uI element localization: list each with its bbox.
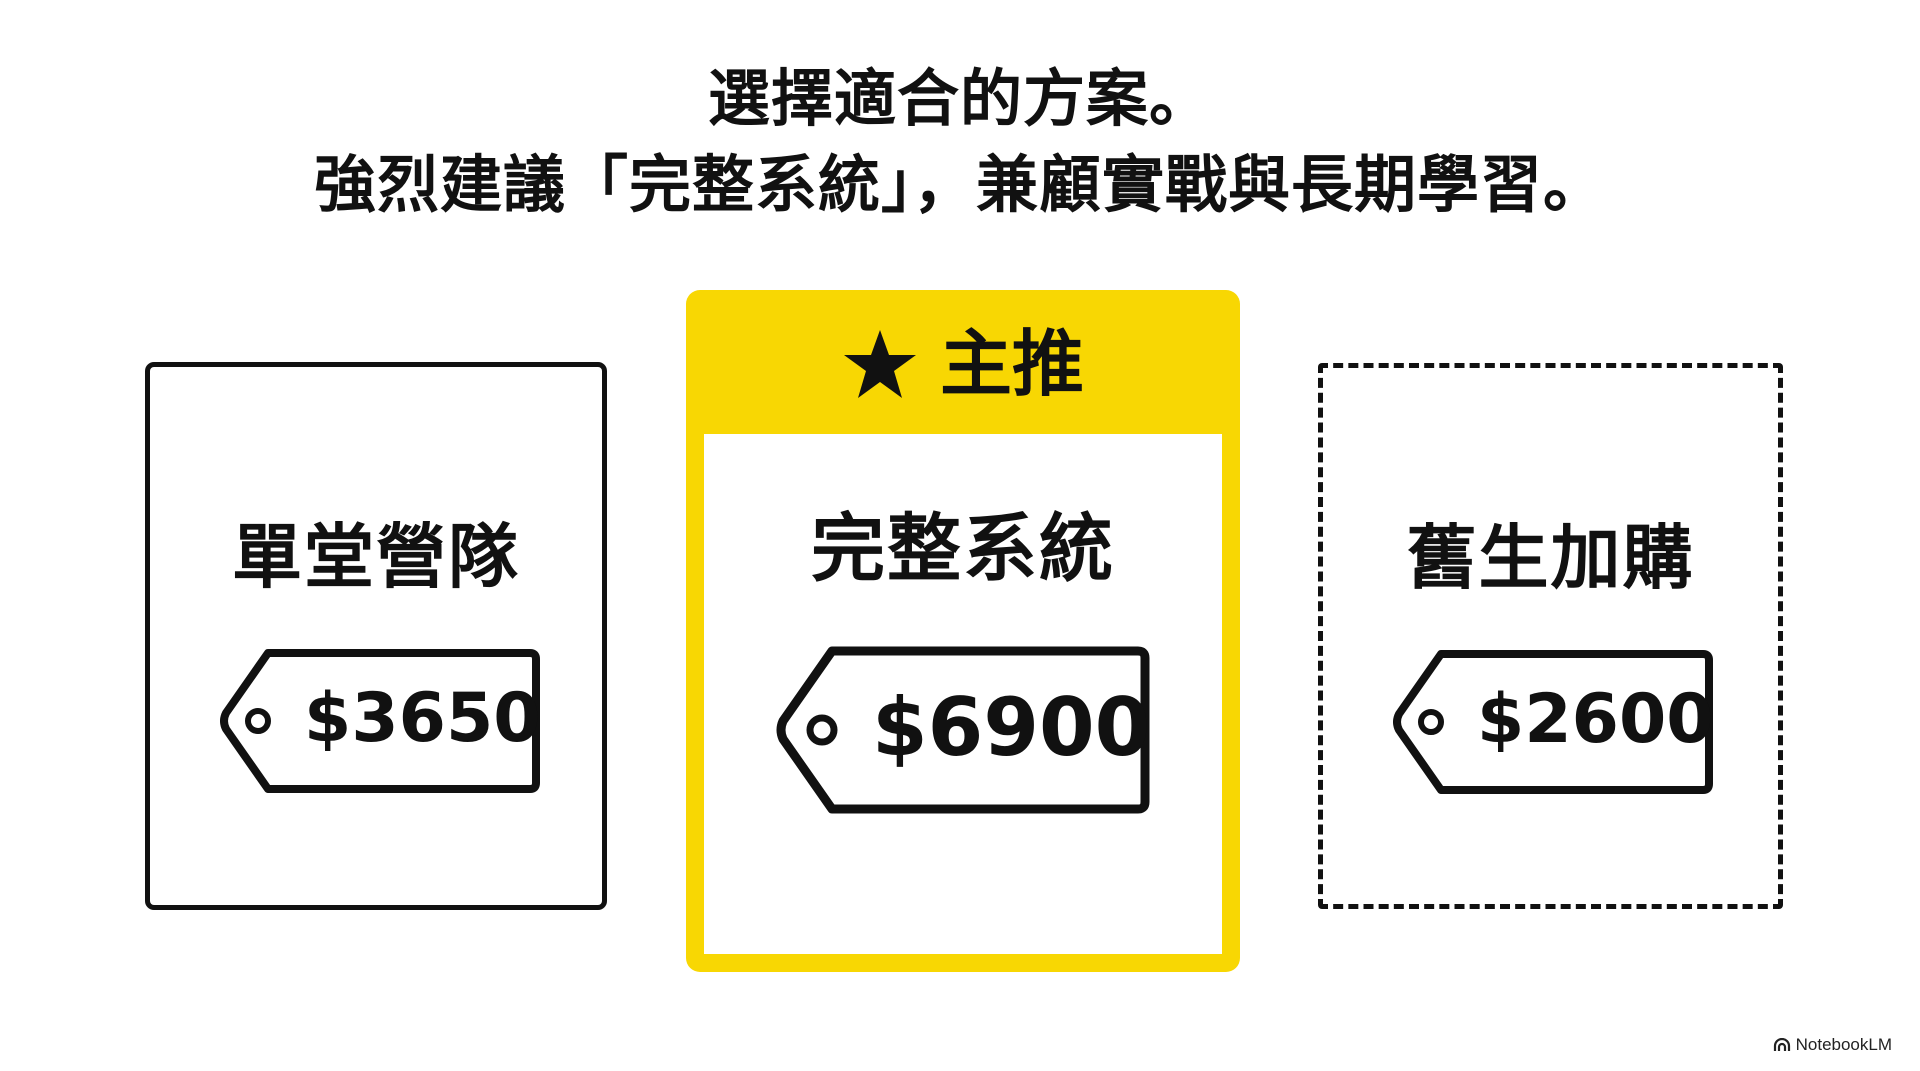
recommended-badge: 主推 <box>686 326 1240 402</box>
plan-name: 單堂營隊 <box>232 516 520 598</box>
price-tag: $3650 <box>220 647 542 795</box>
star-icon <box>842 328 918 400</box>
plan-card-alumni-addon: 舊生加購 $2600 <box>1318 363 1783 909</box>
notebooklm-logo-icon <box>1773 1038 1791 1052</box>
price-tag: $2600 <box>1393 648 1715 796</box>
plan-card-inner: 完整系統 $6900 <box>704 434 1222 954</box>
plan-card-single-camp: 單堂營隊 $3650 <box>145 362 607 910</box>
price-tag-icon <box>776 646 1150 814</box>
headline-line-1: 選擇適合的方案。 <box>707 62 1212 135</box>
notebooklm-watermark: NotebookLM <box>1773 1035 1892 1055</box>
price-label: $6900 <box>872 681 1151 774</box>
price-tag-icon <box>1393 650 1713 794</box>
plan-name: 完整系統 <box>811 506 1115 592</box>
price-tag: $6900 <box>776 644 1152 816</box>
plan-name: 舊生加購 <box>1406 517 1695 599</box>
headline-line-2: 強烈建議「完整系統」，兼顧實戰與長期學習。 <box>313 148 1606 221</box>
price-label: $2600 <box>1477 680 1714 759</box>
plan-card-full-system: 主推 完整系統 $6900 <box>686 290 1240 972</box>
watermark-label: NotebookLM <box>1795 1035 1892 1054</box>
badge-label: 主推 <box>939 322 1084 406</box>
price-label: $3650 <box>304 679 541 758</box>
price-tag-icon <box>220 649 540 793</box>
